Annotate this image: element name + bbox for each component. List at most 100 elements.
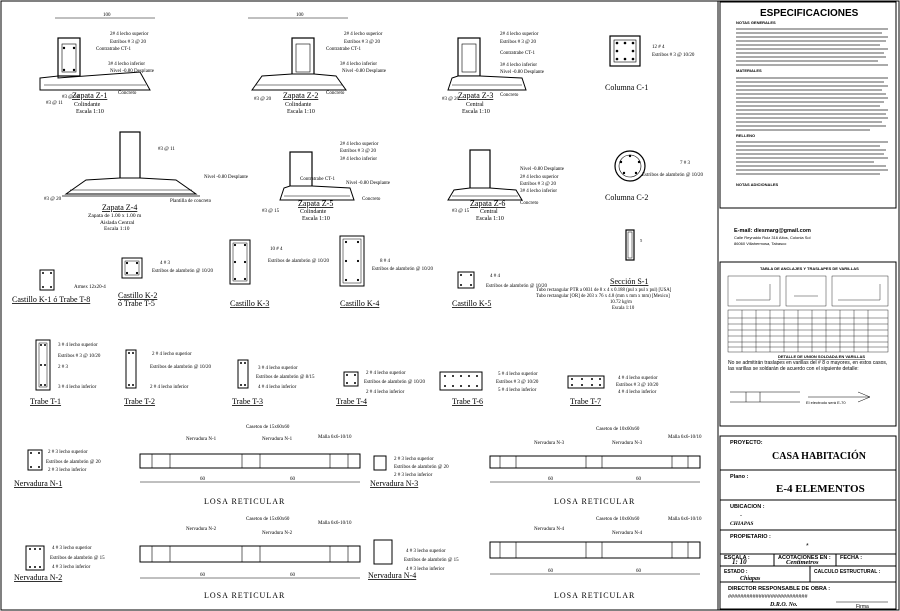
note: Malla 6x6-10/10 — [318, 435, 352, 440]
note: Nervadura N-1 — [186, 437, 217, 442]
note: 3# 4 lecho inferior — [340, 157, 377, 162]
note: #3 @ 15 — [452, 209, 470, 214]
note: 4 # 3 lecho inferior — [406, 567, 445, 572]
joist-n2: 4 # 3 lecho superior Estribos de alambró… — [14, 545, 105, 582]
note: 8 # 4 — [380, 259, 391, 264]
note: Nervadura N-4 — [534, 527, 565, 532]
note: Nervadura N-3 — [534, 441, 565, 446]
footing-z5: 2# 4 lecho superior Estribos # 3 @ 20 3#… — [262, 142, 391, 222]
section-line: 10.72 kg/m — [610, 300, 632, 305]
beam-t1: 3 # 4 lecho superior Estribos # 3 @ 10/2… — [30, 339, 101, 406]
plano-value: E-4 ELEMENTOS — [776, 483, 865, 495]
footing-title: Zapata Z-5 — [298, 199, 333, 208]
dim: 60 — [200, 573, 206, 578]
note: 2# 4 lecho superior — [520, 175, 559, 180]
note: Caseton de 15x60x60 — [246, 425, 290, 430]
note: Nervadura N-3 — [612, 441, 643, 446]
slab-title: LOSA RETICULAR — [204, 497, 285, 506]
note-concreto: Concreto — [326, 91, 345, 96]
title-block: PROYECTO: CASA HABITACIÓN Plano : E-4 EL… — [719, 435, 897, 583]
slab-4: 60 60 Nervadura N-4 Caseton de 10x60x60 … — [489, 517, 702, 600]
note: Estribos de alambrón @ 20 — [394, 465, 449, 470]
dim: 5 — [640, 238, 643, 243]
note: Estribos de alambrón @ 20 — [46, 460, 101, 465]
note: 2 # 3 lecho inferior — [394, 473, 433, 478]
note-v3-20: #3 @ 20 — [62, 95, 80, 100]
note: 3# 4 lecho inferior — [520, 189, 557, 194]
joist-n4: 4 # 3 lecho superior Estribos de alambró… — [368, 539, 459, 580]
castillo-k4: 8 # 4 Estribos de alambrón @ 10/20 Casti… — [339, 235, 433, 308]
ubicacion-value: CHIAPAS — [730, 521, 753, 527]
note: 5 # 4 lecho superior — [498, 372, 538, 377]
ubicacion-dash: - — [740, 513, 742, 519]
castillo-k2: 4 # 3 Estribos de alambrón @ 10/20 Casti… — [118, 257, 213, 308]
footing-sub: Central — [466, 102, 484, 108]
footing-scale: Escala 1:10 — [76, 109, 104, 115]
note: Nervadura N-4 — [612, 531, 643, 536]
note: 4 # 4 lecho superior — [618, 376, 658, 381]
note-lecho-sup: 2# 4 lecho superior — [500, 32, 539, 37]
note: 4 # 4 lecho inferior — [618, 390, 657, 395]
specs-notes-general: NOTAS GENERALES — [736, 20, 776, 25]
note: 12 # 4 — [652, 45, 665, 50]
note: Nervadura N-1 — [262, 437, 293, 442]
castillo-title: Castillo K-3 — [230, 299, 269, 308]
castillo-k1: Armex 12x20-4 Castillo K-1 ó Trabe T-8 — [12, 269, 106, 304]
note: 7 # 3 — [680, 161, 691, 166]
section-line: Escala 1:10 — [612, 306, 635, 311]
director-value: ########################## — [728, 594, 808, 600]
note: 2 # 3 lecho inferior — [48, 468, 87, 473]
dim: 60 — [290, 573, 296, 578]
note: Estribos de alambrón @ 15 — [50, 556, 105, 561]
proyecto-label: PROYECTO: — [730, 440, 763, 446]
footing-sub: Aislada Central — [100, 220, 135, 226]
joist-title: Nervadura N-2 — [14, 573, 62, 582]
dim: 60 — [548, 477, 554, 482]
castillo-title: Castillo K-5 — [452, 299, 491, 308]
footing-sub: Zapata de 1.00 x 1.00 m — [88, 213, 142, 219]
castillo-title: Castillo K-1 ó Trabe T-8 — [12, 295, 90, 304]
note-estribos: Estribos # 3 @ 20 — [110, 40, 146, 45]
section-line: Tubo rectangular PTR a 0031 de 8 x 4 x 0… — [536, 288, 672, 293]
note: 2 # 4 lecho superior — [152, 352, 192, 357]
dim-100: 100 — [296, 13, 304, 18]
dro-label: D.R.O. No. — [769, 602, 798, 608]
note: Caseton de 10x60x60 — [596, 427, 640, 432]
footing-sub: Central — [480, 209, 498, 215]
propietario-label: PROPIETARIO : — [730, 534, 771, 540]
footing-title: Zapata Z-4 — [102, 203, 137, 212]
castillo-title: ó Trabe T-5 — [118, 299, 155, 308]
footing-scale: Escala 1:10 — [104, 226, 130, 232]
footing-scale: Escala 1:10 — [476, 216, 504, 222]
slab-2: 60 60 Nervadura N-3 Caseton de 10x60x60 … — [489, 427, 702, 506]
rebar-note: No se admitirán traslapes en varillas de… — [728, 360, 888, 372]
specs-relleno: RELLENO — [736, 133, 755, 138]
note-estribos: Estribos # 3 @ 20 — [344, 40, 380, 45]
footing-scale: Escala 1:10 — [302, 216, 330, 222]
footing-scale: Escala 1:10 — [462, 109, 490, 115]
rebar-table-title: TABLA DE ANCLAJES Y TRASLAPES DE VARILLA… — [760, 266, 859, 271]
footing-title: Zapata Z-6 — [470, 199, 505, 208]
escala-label: ESCALA : — [724, 555, 750, 561]
proyecto-value: CASA HABITACIÓN — [772, 450, 867, 462]
slab-title: LOSA RETICULAR — [554, 591, 635, 600]
note-estribos: Estribos # 3 @ 20 — [500, 40, 536, 45]
note: 4 # 4 lecho inferior — [258, 385, 297, 390]
section-line: Tubo rectangular [OR] de 203 x 76 x 4.8 … — [536, 294, 670, 299]
weld-title: DETALLE DE UNION SOLDADA EN VARILLAS — [778, 354, 865, 359]
note: 2 # 4 lecho superior — [366, 371, 406, 376]
contact-address: Calle Reynaldo Ruiz 316 Altos, Colonia S… — [734, 235, 811, 240]
footing-sub: Colindante — [285, 102, 312, 108]
beam-t6: 5 # 4 lecho superior Estribos # 3 @ 10/2… — [439, 371, 539, 406]
note: 4 # 3 lecho inferior — [52, 565, 91, 570]
note: Estribos de alambrón @ 15 — [404, 558, 459, 563]
note: 2 # 3 — [58, 365, 69, 370]
dim: 60 — [200, 477, 206, 482]
joist-n1: 2 # 3 lecho superior Estribos de alambró… — [14, 449, 101, 488]
dim-100: 100 — [103, 13, 111, 18]
note: Estribos # 3 @ 20 — [340, 149, 376, 154]
weld-detail — [730, 391, 871, 403]
director-block: DIRECTOR RESPONSABLE DE OBRA : #########… — [719, 581, 897, 610]
